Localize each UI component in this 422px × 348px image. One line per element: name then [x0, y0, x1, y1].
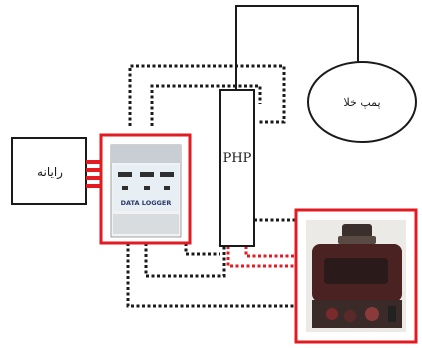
usb-connectors: [86, 160, 100, 188]
data-logger-image: DATA LOGGER: [111, 145, 181, 237]
php-tube: [220, 90, 254, 246]
heater-wires: [228, 246, 296, 266]
php-label: PHP: [223, 151, 252, 166]
computer-label: رایانه: [37, 165, 63, 180]
data-logger-text: DATA LOGGER: [121, 199, 172, 207]
vacuum-pump-label: پمپ خلا: [343, 96, 380, 109]
variac-image: [306, 220, 406, 332]
